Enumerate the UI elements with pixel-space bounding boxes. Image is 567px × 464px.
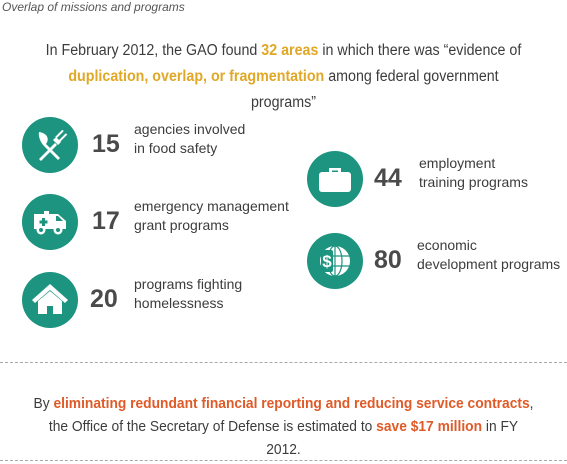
stat-economic-development: $ 80 economic development programs [307, 233, 562, 289]
headline-highlight-areas: 32 areas [261, 42, 319, 59]
stat-description: emergency management grant programs [134, 197, 289, 235]
stat-food-safety: 15 agencies involved in food safety [22, 117, 282, 173]
footer-text-2: , the Office of the Secretary of Defense… [48, 395, 534, 435]
briefcase-icon [307, 151, 363, 207]
stat-homelessness: 20 programs fighting homelessness [22, 272, 252, 328]
headline: In February 2012, the GAO found 32 areas… [41, 38, 526, 116]
stat-line-2: grant programs [134, 217, 229, 233]
stat-number: 15 [92, 130, 120, 158]
stat-number: 44 [374, 164, 402, 192]
footer-statement: By eliminating redundant financial repor… [32, 392, 535, 461]
stat-number: 80 [374, 246, 402, 274]
svg-text:$: $ [322, 252, 332, 271]
stat-line-1: emergency management [134, 198, 289, 214]
headline-text-1: In February 2012, the GAO found [45, 42, 262, 59]
headline-highlight-duplication: duplication, overlap, or fragmentation [68, 68, 325, 85]
footer-highlight-savings: save $17 million [376, 418, 483, 435]
stat-line-1: programs fighting [134, 276, 243, 292]
figure-caption: Overlap of missions and programs [2, 0, 185, 14]
fork-knife-icon [22, 117, 78, 173]
stat-line-1: agencies involved [134, 121, 246, 137]
headline-text-2: in which there was “evidence of [318, 42, 522, 59]
stat-description: employment training programs [419, 154, 528, 192]
stat-description: economic development programs [417, 236, 560, 274]
headline-text-3: among federal government programs” [250, 68, 499, 111]
divider-bottom [0, 460, 567, 461]
stat-emergency-management: 17 emergency management grant programs [22, 194, 292, 250]
ambulance-icon [22, 194, 78, 250]
stat-line-2: in food safety [134, 140, 218, 156]
stat-line-2: homelessness [134, 295, 224, 311]
divider-top [0, 362, 567, 363]
stat-description: agencies involved in food safety [134, 120, 245, 158]
stat-description: programs fighting homelessness [134, 275, 242, 313]
stat-employment-training: 44 employment training programs [307, 151, 537, 207]
stat-line-2: training programs [419, 174, 528, 190]
stat-number: 17 [92, 207, 120, 235]
stat-number: 20 [90, 285, 118, 313]
stat-line-1: employment [419, 155, 496, 171]
house-icon [22, 272, 78, 328]
footer-highlight-eliminating: eliminating redundant financial reportin… [53, 395, 530, 412]
dollar-globe-icon: $ [307, 233, 363, 289]
footer-text-3: in FY 2012. [266, 418, 519, 458]
stat-line-1: economic [417, 237, 477, 253]
stat-line-2: development programs [417, 256, 561, 272]
footer-text-1: By [33, 395, 54, 412]
